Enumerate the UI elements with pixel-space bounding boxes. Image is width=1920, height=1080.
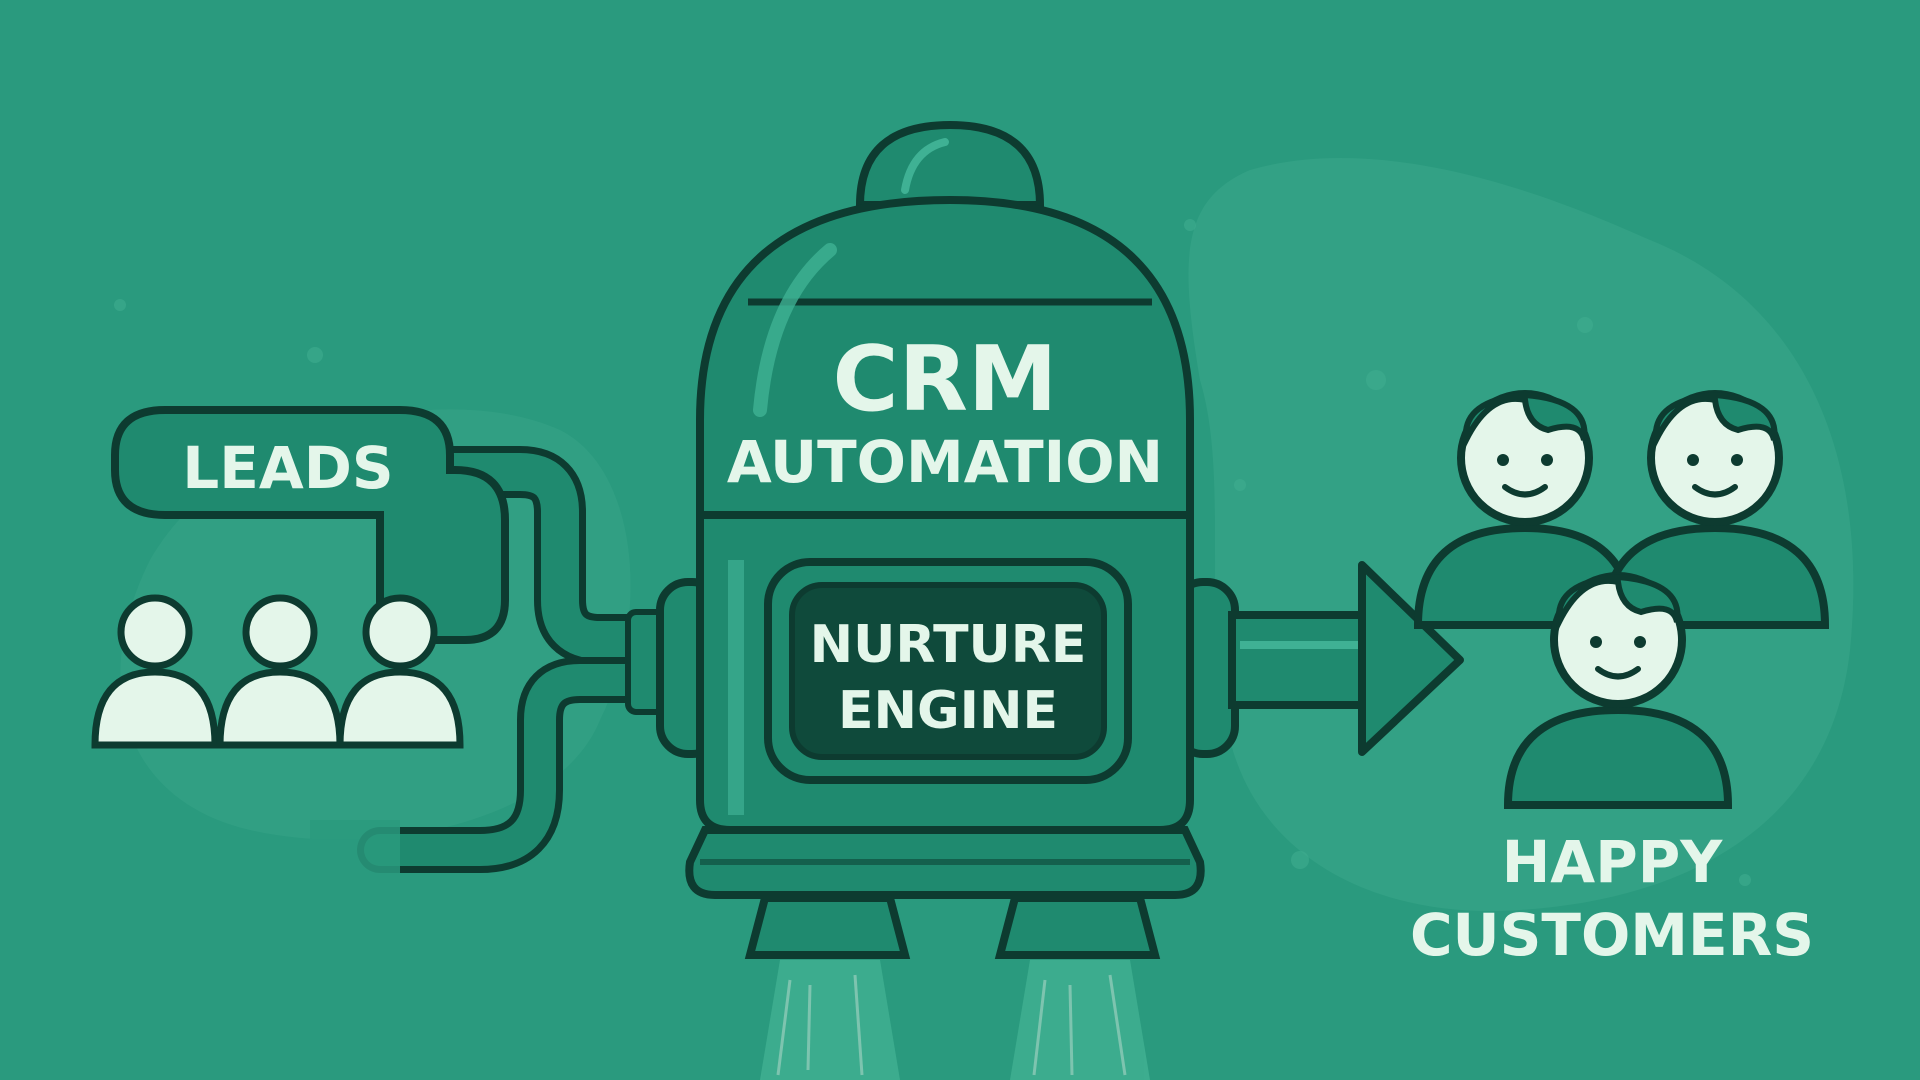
happy-customers-group: HAPPY CUSTOMERS xyxy=(1410,390,1830,969)
leads-people-icon xyxy=(91,594,464,749)
thruster-right xyxy=(994,894,1161,959)
engine-label-line2: ENGINE xyxy=(838,681,1058,741)
arrow-right-icon xyxy=(1228,561,1464,756)
customers-label-line2: CUSTOMERS xyxy=(1410,901,1814,969)
leads-label: LEADS xyxy=(182,434,393,502)
engine-label-line1: NURTURE xyxy=(810,615,1087,675)
engine-panel xyxy=(789,582,1107,760)
machine-subtitle: AUTOMATION xyxy=(727,428,1163,496)
customer-person-3 xyxy=(1503,572,1733,809)
thruster-left xyxy=(744,894,911,959)
dome-knob xyxy=(855,120,1045,209)
customers-label-line1: HAPPY xyxy=(1502,828,1723,896)
leads-group: LEADS xyxy=(91,406,686,880)
machine-dome xyxy=(696,195,1194,519)
machine-title: CRM xyxy=(833,327,1058,432)
leads-label-box xyxy=(111,406,509,644)
exhaust-flames xyxy=(760,960,1150,1080)
crm-machine: CRM AUTOMATION NURTURE ENGINE xyxy=(656,120,1239,1080)
